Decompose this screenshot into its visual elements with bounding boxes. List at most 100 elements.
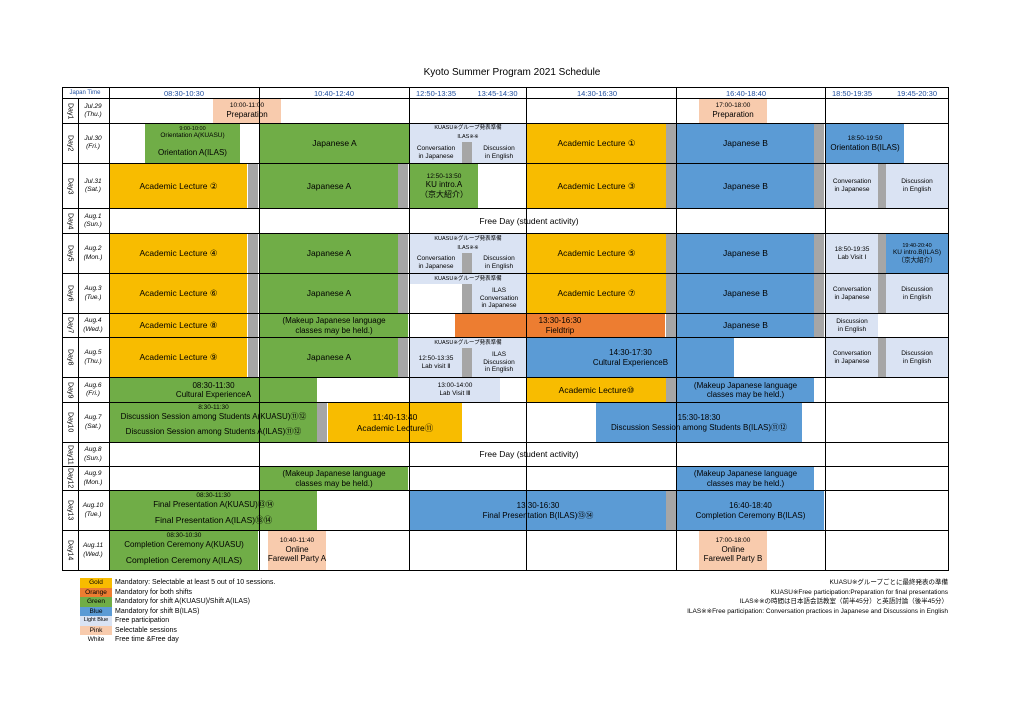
session-academic-lecture: Academic Lecture ⑨ (110, 338, 247, 377)
grid-line (948, 87, 949, 571)
grid-line (62, 570, 949, 571)
break-bar (814, 274, 824, 313)
date-label: Aug.10(Tue.) (82, 502, 104, 518)
date-label: Aug.9(Mon.) (83, 470, 103, 486)
break-bar (666, 378, 676, 402)
legend-swatch: Pink (80, 625, 112, 635)
break-bar (814, 314, 824, 337)
day-label: Day12 (66, 468, 74, 489)
grid-line (78, 98, 79, 571)
break-bar (462, 142, 472, 163)
session-ilas-note: ILAS※※ (410, 133, 526, 142)
break-bar (666, 274, 676, 313)
grid-line (62, 98, 949, 99)
break-bar (398, 164, 408, 208)
session-kuasu-group: KUASU※グループ発表準備 (410, 274, 526, 284)
header-slot: 12:50-13:35 (415, 89, 457, 98)
grid-line (62, 377, 949, 378)
grid-line (526, 87, 527, 571)
session-academic-lecture: Academic Lecture ⑧ (110, 314, 247, 337)
day-label: Day2 (66, 134, 74, 152)
legend-swatch: Light Blue (80, 616, 112, 626)
date-label: Jul.30(Fri.) (84, 134, 102, 150)
break-bar (666, 491, 676, 530)
header-slot: 13:45-14:30 (477, 89, 518, 98)
session-final-ilas: Final Presentation A(ILAS)⑬⑭ (110, 511, 317, 530)
day-label: Day3 (66, 177, 74, 195)
session-kuasu-group: KUASU※グループ発表準備 (410, 338, 526, 348)
legend-swatch: Green (80, 597, 112, 607)
legend-swatch: Gold (80, 578, 112, 588)
date-label: Aug.3(Tue.) (84, 285, 102, 301)
header-slot: 08:30-10:30 (163, 89, 205, 98)
grid-line (62, 87, 63, 571)
break-bar (398, 274, 408, 313)
break-bar (462, 284, 472, 313)
session-discussion-ilas: Discussion Session among Students A(ILAS… (110, 422, 317, 442)
grid-line (62, 87, 949, 88)
date-label: Jul.29(Thu.) (84, 102, 102, 118)
note-line: ILAS※※Free participation: Conversation p… (687, 607, 948, 615)
grid-line (62, 163, 949, 164)
session-orientation-ilas: Orientation A(ILAS) (145, 143, 240, 163)
break-bar (248, 164, 258, 208)
break-bar (248, 234, 258, 273)
session-ilas-note: ILAS※※ (410, 244, 526, 253)
day-label: Day14 (66, 540, 74, 561)
session-academic-lecture: Academic Lecture ② (110, 164, 247, 208)
break-bar (248, 274, 258, 313)
session-japanese-a: Japanese A (260, 164, 398, 208)
header-slot: 10:40-12:40 (313, 89, 355, 98)
legend-swatch: Blue (80, 606, 112, 616)
break-bar (248, 338, 258, 377)
break-bar (666, 123, 676, 164)
header-slot: 19:45-20:30 (896, 89, 938, 98)
grid-line (62, 442, 949, 443)
legend-swatch: White (80, 635, 112, 645)
session-academic-lecture: Academic Lecture ① (527, 123, 666, 164)
note-line: ILAS※※の時間は日本語会話教室（前半45分）と英語討論（後半45分） (739, 598, 948, 605)
day-label: Day8 (66, 349, 74, 366)
grid-line (62, 490, 949, 491)
grid-line (62, 273, 949, 274)
note-line: KUASU※Free participation:Preparation for… (770, 588, 948, 596)
date-label: Aug.7(Sat.) (84, 414, 102, 430)
day-label: Day1 (66, 102, 74, 120)
break-bar (878, 274, 886, 313)
session-japanese-b: Japanese B (677, 164, 814, 208)
day-label: Day7 (66, 317, 74, 334)
day-label: Day13 (66, 500, 74, 521)
header-slot: 18:50-19:35 (831, 89, 873, 98)
grid-line (259, 87, 260, 571)
break-bar (248, 314, 258, 337)
session-japanese-a: Japanese A (260, 123, 409, 164)
session-academic-lecture: Academic Lecture⑩ (527, 378, 666, 402)
date-label: Aug.2(Mon.) (83, 245, 103, 261)
grid-line (62, 466, 949, 467)
note-line: KUASU※グループごとに最終発表の準備 (829, 579, 948, 586)
session-academic-lecture: Academic Lecture ⑥ (110, 274, 247, 313)
break-bar (462, 348, 472, 377)
break-bar (666, 234, 676, 273)
